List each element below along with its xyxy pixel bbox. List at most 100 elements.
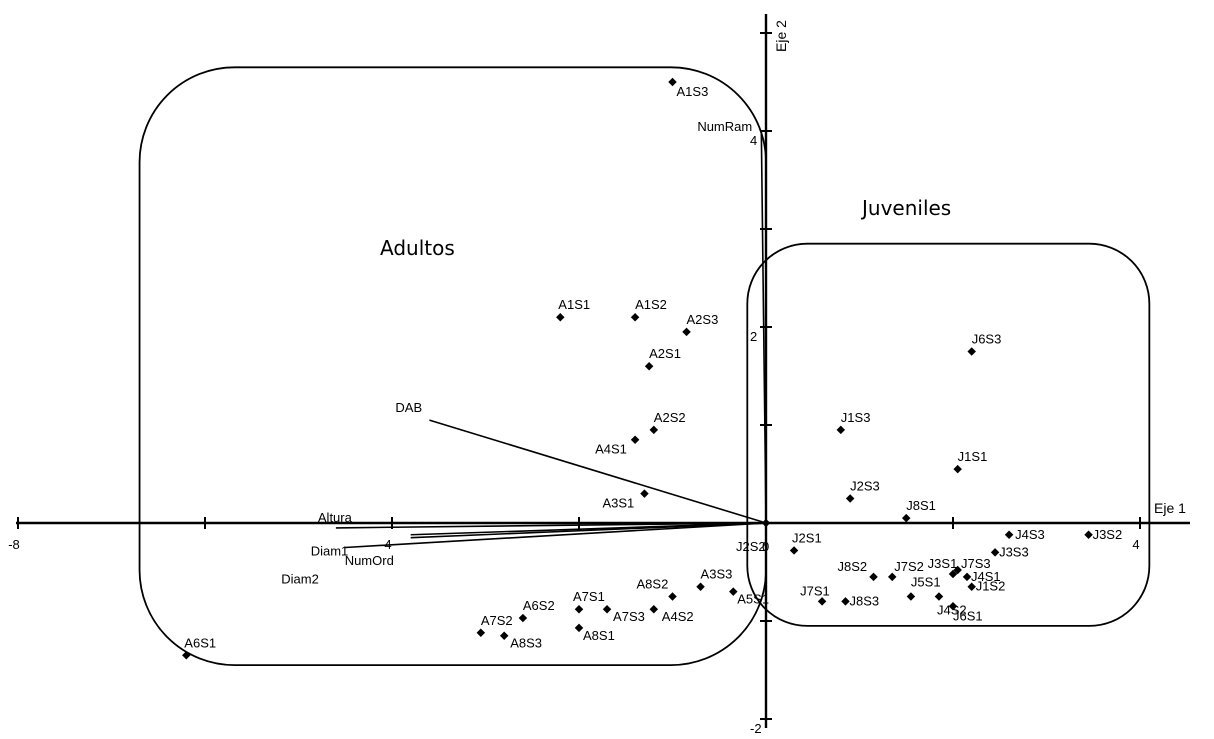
data-point	[962, 572, 972, 582]
point-label: A4S2	[662, 609, 694, 624]
point-label: A7S1	[573, 589, 605, 604]
data-point	[649, 425, 659, 435]
x-tick-label: -8	[8, 537, 20, 552]
point-label: A6S1	[184, 635, 216, 650]
data-point	[887, 572, 897, 582]
group-boxes: Adultos Juveniles	[138, 66, 1151, 666]
data-point	[630, 312, 640, 322]
variable-vector	[429, 419, 767, 524]
variable-label: DAB	[395, 400, 422, 415]
point-label: J2S1	[792, 530, 822, 545]
variable-vector	[335, 522, 767, 529]
data-point	[953, 565, 962, 575]
y-axis-title: Eje 2	[773, 20, 789, 52]
point-label: A3S3	[701, 567, 733, 582]
point-label: J4S2	[937, 603, 967, 618]
data-point	[906, 592, 916, 601]
point-label: A8S3	[510, 636, 542, 651]
point-label: A2S3	[687, 312, 719, 327]
data-point	[640, 489, 649, 498]
axes: Eje 1 Eje 2 0	[16, 14, 1190, 728]
point-label: A5S1	[737, 592, 769, 607]
data-point	[518, 613, 528, 623]
group-label: Juveniles	[860, 196, 951, 220]
data-point	[556, 312, 565, 322]
point-label: J1S1	[958, 449, 988, 464]
point-label: J4S1	[971, 569, 1001, 584]
point-label: J3S3	[999, 544, 1029, 559]
data-point	[1004, 530, 1014, 540]
point-label: J2S2	[736, 539, 766, 554]
data-point	[761, 518, 771, 528]
origin-label: 0	[762, 539, 769, 554]
data-point	[836, 425, 846, 435]
point-label: A4S1	[595, 442, 627, 457]
point-label: A7S2	[481, 613, 513, 628]
data-point	[902, 513, 911, 523]
x-tick-label: 4	[1132, 537, 1139, 552]
point-label: J3S2	[1093, 527, 1123, 542]
data-point	[668, 77, 677, 87]
point-label: J4S3	[1015, 527, 1045, 542]
data-point	[574, 623, 584, 633]
y-tick-label: 4	[750, 133, 757, 148]
point-label: A1S1	[558, 297, 590, 312]
data-point	[953, 464, 962, 474]
y-tick-label: -2	[750, 721, 762, 736]
data-point	[948, 602, 958, 611]
point-label: A2S1	[649, 346, 681, 361]
point-label: J7S1	[800, 583, 830, 598]
point-label: A8S2	[637, 577, 669, 592]
data-point	[934, 592, 944, 601]
data-point	[182, 651, 191, 660]
data-point	[696, 582, 705, 591]
point-label: A3S1	[602, 496, 634, 511]
x-axis-title: Eje 1	[1154, 500, 1186, 516]
data-point	[967, 347, 976, 356]
point-label: J8S2	[838, 559, 868, 574]
variable-label: Diam1	[311, 544, 349, 559]
point-label: J1S2	[976, 579, 1006, 594]
y-tick-label: 2	[750, 329, 757, 344]
variable-label: Altura	[318, 510, 353, 525]
point-label: J5S1	[911, 575, 941, 590]
point-label: A8S1	[583, 628, 615, 643]
point-label: A1S2	[635, 297, 667, 312]
data-point	[948, 569, 958, 579]
group-box	[746, 242, 1151, 627]
data-point	[476, 628, 486, 638]
variable-label: NumRam	[697, 119, 752, 134]
point-label: J3S1	[928, 556, 958, 571]
point-label: A6S2	[523, 598, 555, 613]
point-label: J6S1	[953, 608, 983, 623]
group-box	[138, 66, 767, 666]
data-point	[630, 435, 640, 444]
data-point	[990, 548, 1000, 557]
point-label: J8S3	[849, 593, 879, 608]
point-label: A2S2	[654, 410, 686, 425]
point-label: J8S1	[906, 498, 936, 513]
data-point	[841, 597, 850, 606]
point-label: J1S3	[841, 410, 871, 425]
data-point	[602, 604, 612, 614]
variable-label: NumOrd	[345, 553, 394, 568]
point-label: J7S2	[894, 559, 924, 574]
data-point	[869, 572, 878, 582]
group-label: Adultos	[380, 236, 455, 260]
data-point	[1084, 530, 1093, 540]
variable-vector	[760, 130, 767, 524]
data-point	[649, 604, 659, 614]
data-point	[499, 631, 509, 640]
point-label: A7S3	[613, 609, 645, 624]
data-point	[789, 546, 799, 555]
data-point	[967, 582, 976, 591]
data-point	[574, 604, 584, 614]
data-point	[668, 592, 677, 601]
data-point	[644, 361, 654, 371]
point-label: J2S3	[850, 479, 880, 494]
data-point	[682, 327, 691, 337]
